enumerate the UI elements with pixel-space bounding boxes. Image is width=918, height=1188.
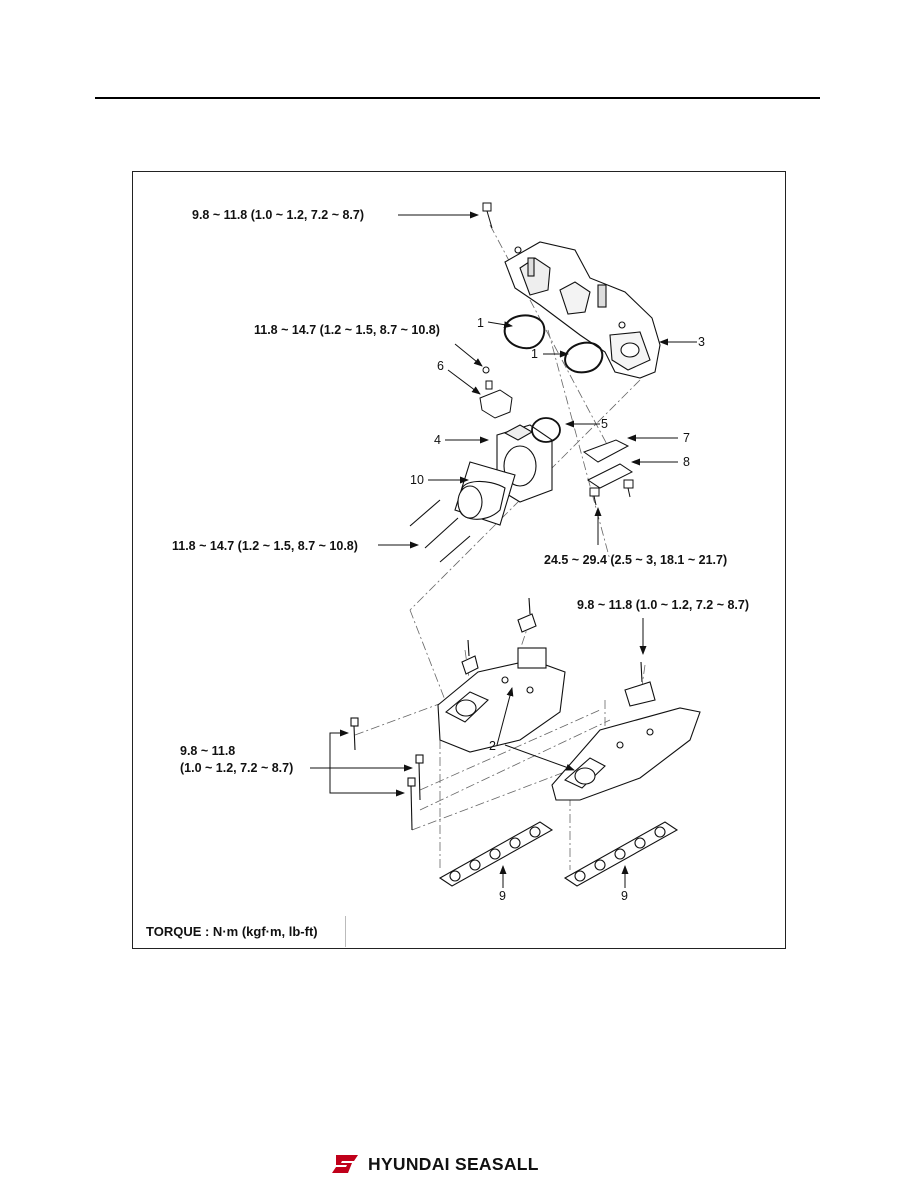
o-ring-5 (531, 417, 561, 443)
callout-5: 5 (601, 417, 608, 431)
pipe-10 (454, 461, 516, 526)
leader-arrows (310, 211, 697, 888)
torque-label-left-manifold-1: 9.8 ~ 11.8 (180, 744, 235, 758)
right-manifold-2 (551, 661, 701, 801)
callout-1a: 1 (477, 316, 484, 330)
upper-intake-manifold (504, 241, 661, 379)
callout-9-right: 9 (621, 889, 628, 903)
intake-manifold-diagram: 9.8 ~ 11.8 (1.0 ~ 1.2, 7.2 ~ 8.7) 11.8 ~… (172, 202, 749, 903)
callout-10: 10 (410, 473, 424, 487)
plate-8 (587, 463, 633, 489)
torque-legend: TORQUE : N·m (kgf·m, lb-ft) (134, 916, 346, 947)
callout-3: 3 (698, 335, 705, 349)
callout-4: 4 (434, 433, 441, 447)
torque-label-plate-bolts: 24.5 ~ 29.4 (2.5 ~ 3, 18.1 ~ 21.7) (544, 553, 727, 567)
footer-brand: HYUNDAI SEASALL (330, 1151, 539, 1177)
gasket-1b (564, 341, 604, 374)
top-bolt (482, 202, 493, 229)
plate-bolts (589, 479, 634, 506)
brand-name: HYUNDAI SEASALL (368, 1153, 539, 1174)
callout-1b: 1 (531, 347, 538, 361)
left-manifold-2 (437, 597, 566, 753)
callout-7: 7 (683, 431, 690, 445)
header-rule (95, 97, 820, 99)
torque-label-top-bolt: 9.8 ~ 11.8 (1.0 ~ 1.2, 7.2 ~ 8.7) (192, 208, 364, 222)
callout-6: 6 (437, 359, 444, 373)
gasket-9-right (563, 821, 679, 887)
torque-label-long-bolts: 11.8 ~ 14.7 (1.2 ~ 1.5, 8.7 ~ 10.8) (172, 539, 358, 553)
diagram-frame (132, 171, 786, 949)
callout-8: 8 (683, 455, 690, 469)
gasket-1a (503, 314, 546, 350)
sensor-6 (479, 366, 513, 419)
long-bolts (409, 499, 471, 563)
hyundai-seasall-logo-icon (332, 1155, 358, 1173)
torque-label-sensor-bolt: 11.8 ~ 14.7 (1.2 ~ 1.5, 8.7 ~ 10.8) (254, 323, 440, 337)
manifold-bolts (350, 717, 424, 831)
gasket-7 (582, 439, 630, 463)
gasket-9-left (438, 821, 554, 887)
torque-label-right-bracket: 9.8 ~ 11.8 (1.0 ~ 1.2, 7.2 ~ 8.7) (577, 598, 749, 612)
torque-label-left-manifold-2: (1.0 ~ 1.2, 7.2 ~ 8.7) (180, 761, 293, 775)
callout-2: 2 (489, 739, 496, 753)
callout-9-left: 9 (499, 889, 506, 903)
